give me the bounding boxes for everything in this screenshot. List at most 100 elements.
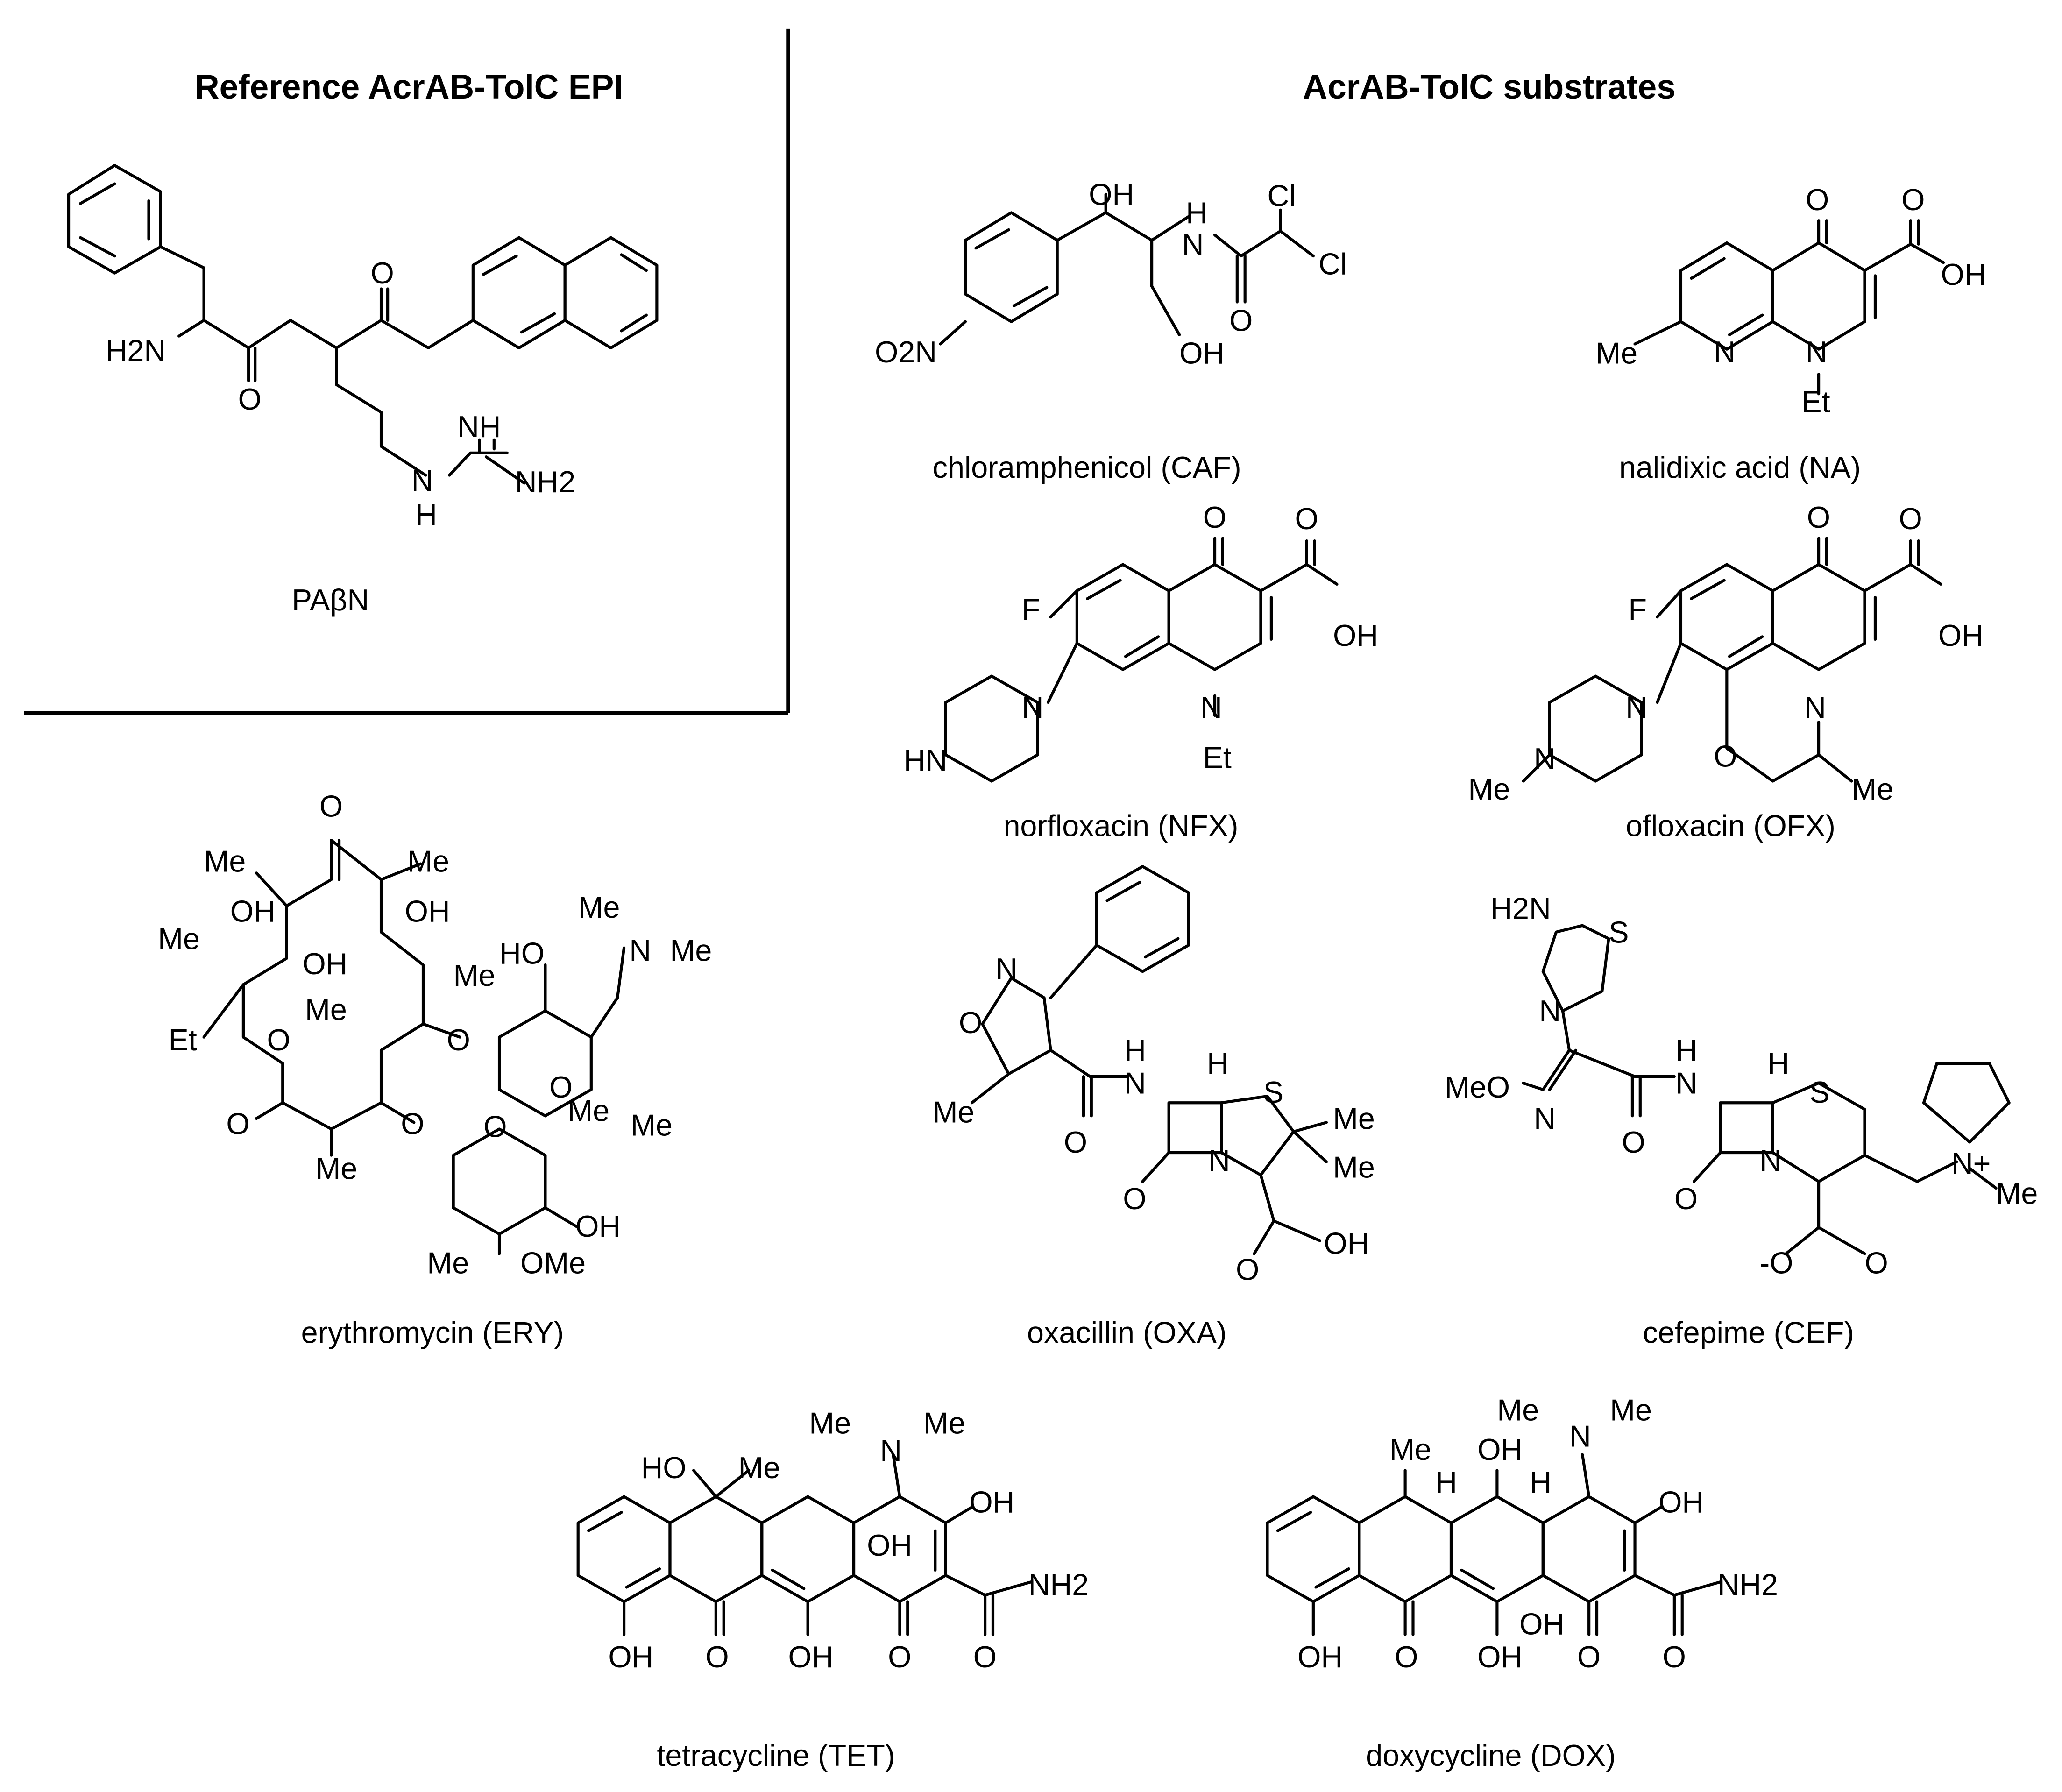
- tet-me-label: Me: [738, 1451, 780, 1485]
- caf-phenyl-ring: [964, 211, 1059, 323]
- cef-thiazole-s-label: S: [1609, 915, 1629, 949]
- nfx-caption: norfloxacin (NFX): [1003, 809, 1238, 843]
- dox-ring-b: [1358, 1495, 1453, 1603]
- oxa-amide-o-label: O: [1064, 1125, 1087, 1159]
- nfx-piperazine-ring: [944, 674, 1039, 783]
- cef-thiazole-n-label: N: [1539, 994, 1561, 1028]
- pabn-structure: [67, 164, 659, 485]
- tet-ketone-o1-label: O: [705, 1640, 729, 1674]
- tet-structure: [576, 1453, 1033, 1636]
- ery-cladinose-o-label: O: [483, 1109, 507, 1143]
- caf-cl2-label: Cl: [1318, 247, 1347, 281]
- pabn-caption: PAβN: [292, 583, 369, 617]
- ery-nme2-me2-label: Me: [670, 934, 712, 968]
- ery-cladinose-ring: [452, 1127, 547, 1236]
- tet-ring-c: [760, 1495, 856, 1603]
- ery-me9-label: Me: [427, 1246, 469, 1280]
- tet-ketone-o2-label: O: [888, 1640, 911, 1674]
- oxa-nh-h-label: H: [1124, 1033, 1146, 1067]
- dox-h1-label: H: [1435, 1465, 1457, 1499]
- ery-me4-label: Me: [453, 958, 496, 992]
- caf-oh-label: OH: [1089, 177, 1134, 212]
- tet-nh2-label: NH2: [1028, 1567, 1089, 1601]
- ery-oh3-label: OH: [405, 894, 450, 928]
- ofx-ketone-o-label: O: [1807, 500, 1830, 534]
- ery-me7-label: Me: [631, 1108, 673, 1142]
- pabn-ketone-o-label: O: [238, 382, 262, 416]
- ofx-n-methyl-label: N: [1534, 742, 1556, 776]
- ery-glycosidic-o2-label: O: [401, 1107, 424, 1141]
- dox-ring-c: [1449, 1495, 1545, 1603]
- oxa-thiazolidine-ring: [1220, 1095, 1295, 1176]
- oxa-bridge-h-label: H: [1207, 1046, 1229, 1080]
- cef-n-plus-label: N+: [1951, 1146, 1991, 1180]
- nfx-hn-label: HN: [904, 743, 947, 777]
- ofx-n-me-label: Me: [1468, 772, 1510, 806]
- substrates-heading: AcrAB-TolC substrates: [1303, 68, 1676, 106]
- ofx-benzene-ring: [1679, 563, 1774, 671]
- cef-thiazole-ring: [1541, 924, 1610, 1013]
- pabn-nh2-label: NH2: [515, 465, 575, 499]
- cef-h2n-label: H2N: [1490, 892, 1551, 926]
- oxa-isoxazole-ring: [981, 977, 1052, 1076]
- ery-caption: erythromycin (ERY): [301, 1316, 564, 1350]
- caf-cl1-label: Cl: [1267, 178, 1296, 212]
- cef-caption: cefepime (CEF): [1643, 1316, 1854, 1350]
- ofx-acid-o-label: O: [1899, 502, 1922, 536]
- oxa-lactam-o-label: O: [1123, 1182, 1146, 1216]
- dox-h2-label: H: [1530, 1465, 1552, 1499]
- tet-caption: tetracycline (TET): [657, 1738, 895, 1772]
- tet-ring-b: [668, 1495, 764, 1603]
- nfx-benzene-ring: [1075, 563, 1170, 671]
- na-pyridone-ring: [1771, 241, 1866, 351]
- tet-ho-label: HO: [641, 1451, 687, 1485]
- tet-ring-a: [576, 1495, 672, 1603]
- ofx-f-label: F: [1629, 592, 1647, 626]
- cef-s-label: S: [1809, 1075, 1829, 1109]
- oxa-nh-n-label: N: [1124, 1066, 1146, 1100]
- nfx-n-piperazine-label: N: [1022, 691, 1044, 725]
- na-pyridine-ring: [1679, 241, 1774, 351]
- ery-lactone-o-label: O: [267, 1023, 291, 1057]
- na-et-label: Et: [1802, 385, 1830, 419]
- dox-ring-oh-label: OH: [1519, 1607, 1565, 1641]
- ery-oh2-label: OH: [302, 947, 347, 981]
- pabn-n-label: N: [411, 463, 433, 497]
- oxa-structure: [970, 865, 1328, 1255]
- tet-amide-o-label: O: [973, 1640, 997, 1674]
- na-caption: nalidixic acid (NA): [1619, 450, 1861, 484]
- ery-nme2-me1-label: Me: [578, 890, 620, 924]
- ery-me6-label: Me: [567, 1094, 609, 1128]
- reference-epi-heading: Reference AcrAB-TolC EPI: [195, 68, 624, 106]
- cef-oxime-n-label: N: [1534, 1101, 1556, 1135]
- ery-nme2-n-label: N: [629, 934, 651, 968]
- dox-ketone-o2-label: O: [1577, 1640, 1601, 1674]
- dox-nme2-me2-label: Me: [1610, 1393, 1652, 1427]
- oxa-lactam-n-label: N: [1208, 1143, 1230, 1177]
- ery-desosamine-o-label: O: [549, 1070, 573, 1104]
- na-acid-oh-label: OH: [1941, 257, 1986, 291]
- oxa-phenyl-ring: [1095, 865, 1190, 973]
- ery-me2-label: Me: [407, 844, 449, 878]
- cef-pyrrolidinium-ring: [1922, 1062, 2011, 1144]
- ery-structure: [202, 838, 626, 1255]
- ofx-n1-label: N: [1804, 691, 1826, 725]
- dox-nme2-me1-label: Me: [1497, 1393, 1539, 1427]
- caf-caption: chloramphenicol (CAF): [933, 450, 1241, 484]
- dox-ketone-o1-label: O: [1395, 1640, 1418, 1674]
- dox-ring-a: [1266, 1495, 1361, 1603]
- oxa-me1-label: Me: [1333, 1101, 1375, 1135]
- na-me-label: Me: [1595, 336, 1637, 370]
- ery-me3-label: Me: [158, 921, 200, 956]
- ery-carbonyl-o-label: O: [226, 1107, 249, 1141]
- pabn-h2n-label: H2N: [106, 333, 166, 368]
- dox-structure: [1266, 1453, 1722, 1636]
- na-structure: [1633, 219, 1945, 396]
- na-n1-label: N: [1806, 335, 1828, 369]
- pabn-h-label: H: [415, 497, 437, 531]
- dox-nh2-label: NH2: [1718, 1567, 1778, 1601]
- oxa-me2-label: Me: [1333, 1150, 1375, 1184]
- nfx-acid-o-label: O: [1295, 502, 1318, 536]
- ofx-structure: [1522, 537, 1942, 783]
- ofx-pyridone-ring: [1771, 563, 1866, 671]
